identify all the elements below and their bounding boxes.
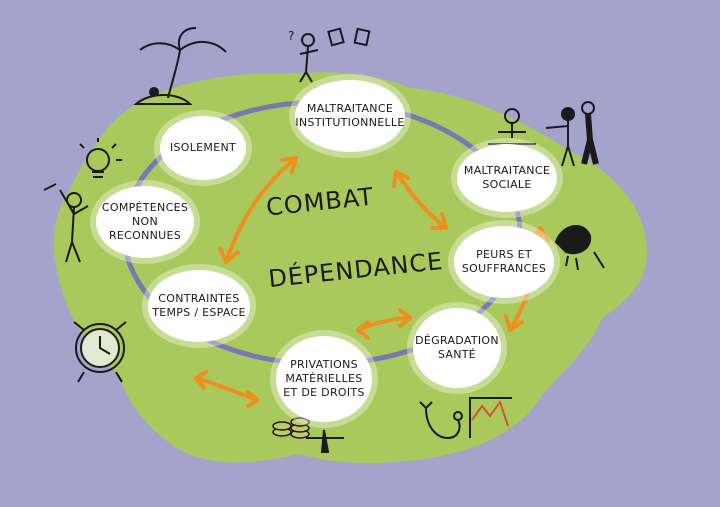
lightbulb-icon — [79, 138, 122, 178]
node-label: MALTRAITANCE SOCIALE — [463, 164, 551, 191]
node-maltraitance-sociale: MALTRAITANCE SOCIALE — [457, 144, 557, 212]
node-label: ISOLEMENT — [169, 141, 237, 154]
node-privations: PRIVATIONS MATÉRIELLES ET DE DROITS — [276, 336, 372, 422]
pointing-people-icon — [488, 101, 599, 167]
node-competences: COMPÉTENCES NON RECONNUES — [96, 186, 194, 258]
node-label: PRIVATIONS MATÉRIELLES ET DE DROITS — [283, 358, 365, 399]
palm-tree-island-icon — [133, 27, 227, 105]
node-label: COMPÉTENCES NON RECONNUES — [101, 201, 189, 242]
node-maltraitance-institutionnelle: MALTRAITANCE INSTITUTIONNELLE — [295, 80, 405, 152]
node-label: MALTRAITANCE INSTITUTIONNELLE — [295, 102, 405, 129]
node-isolement: ISOLEMENT — [160, 116, 246, 180]
coins-icon — [272, 417, 310, 439]
stethoscope-chart-icon — [419, 397, 512, 440]
node-label: DÉGRADATION SANTÉ — [415, 334, 499, 361]
node-degradation-sante: DÉGRADATION SANTÉ — [413, 308, 501, 388]
svg-text:?: ? — [288, 29, 294, 43]
node-label: PEURS ET SOUFFRANCES — [461, 248, 547, 275]
arrow-contraintes-institutionnelle — [224, 156, 298, 264]
node-label: CONTRAINTES TEMPS / ESPACE — [152, 292, 246, 319]
gauge-needle-icon — [306, 429, 344, 453]
node-contraintes: CONTRAINTES TEMPS / ESPACE — [148, 270, 250, 342]
crying-face-icon — [554, 225, 605, 271]
alarm-clock-icon — [73, 321, 127, 383]
arrow-institutionnelle-peurs — [394, 170, 448, 230]
node-peurs-souffrances: PEURS ET SOUFFRANCES — [454, 226, 554, 298]
person-with-wrench-icon — [43, 183, 89, 263]
confused-person-papers-icon: ? — [288, 27, 371, 83]
